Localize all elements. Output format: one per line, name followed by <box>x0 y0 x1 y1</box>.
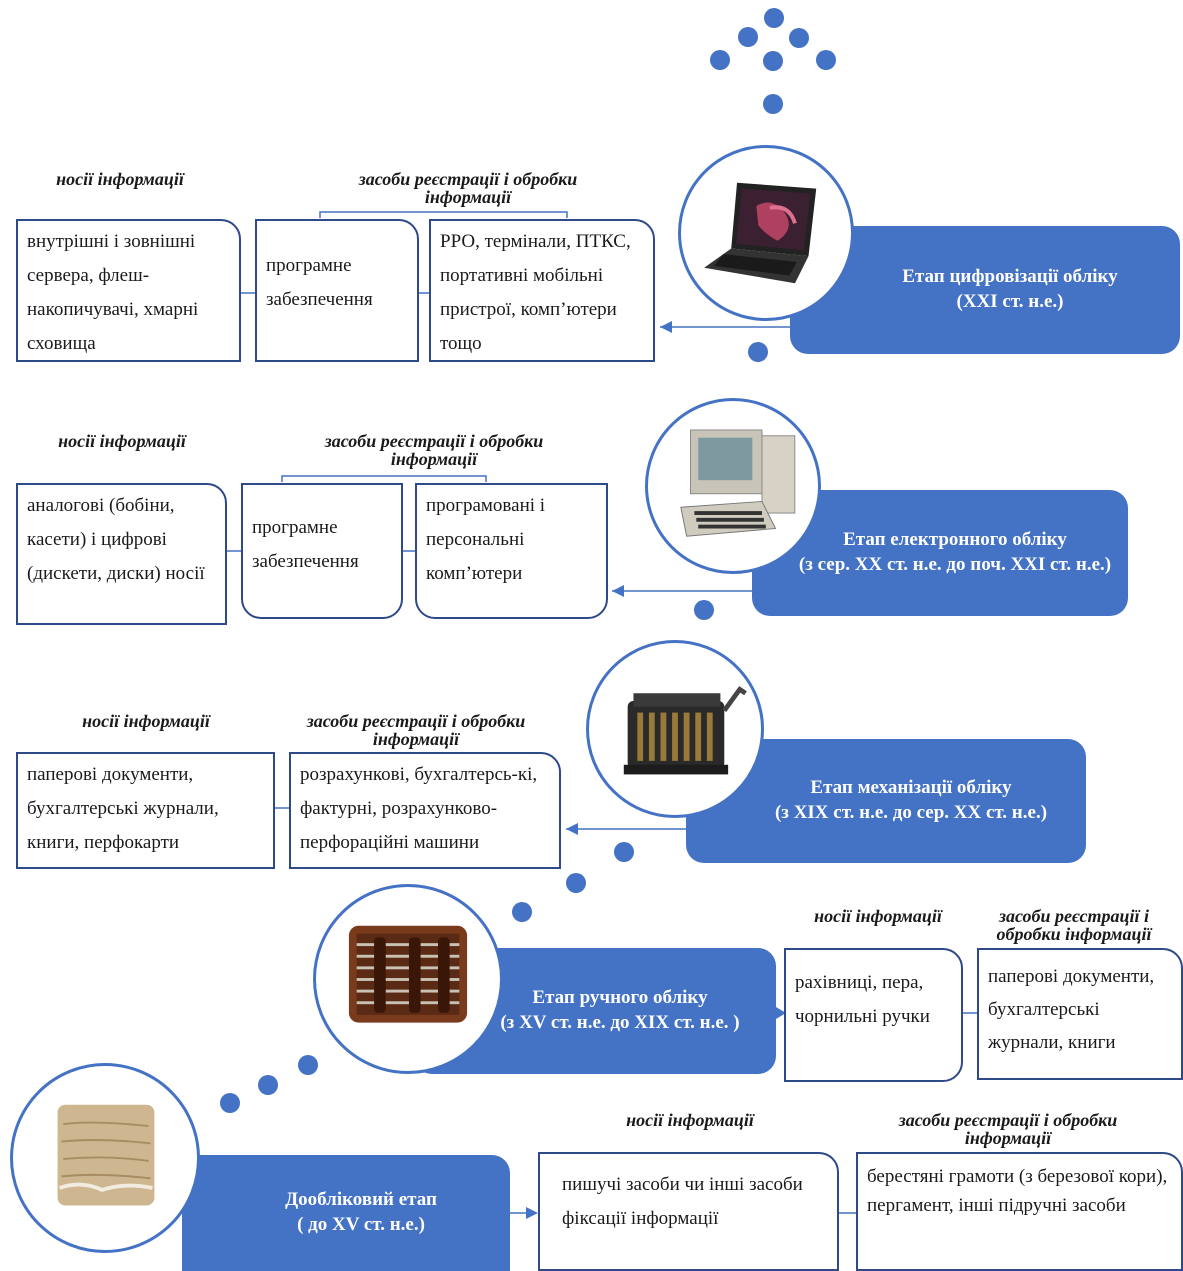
stage-period: (XXI ст. н.е.) <box>956 291 1064 312</box>
computer-photo <box>645 398 821 574</box>
stage-title: Дообліковий етап <box>285 1189 437 1211</box>
carriers-header: носії інформації <box>626 1110 754 1130</box>
computer-icon <box>680 429 796 537</box>
adding-machine-photo <box>586 640 764 818</box>
laptop-icon <box>704 182 817 284</box>
stage-digitalization: Етап цифровізації обліку (XXI ст. н.е.) <box>790 226 1180 354</box>
tools-box-machines: розрахункові, бухгалтерсь-кі, фактурні, … <box>289 752 561 869</box>
tools-box-bark: берестяні грамоти (з березової кори), пе… <box>856 1152 1183 1271</box>
carriers-header: носії інформації <box>814 906 942 926</box>
stage-pre-accounting: Дообліковий етап ( до XV ст. н.е.) <box>182 1155 510 1271</box>
carriers-header: носії інформації <box>58 431 186 451</box>
tools-header: засоби реєстрації і обробки інформації <box>358 169 578 207</box>
tools-header: засоби реєстрації і обробки інформації <box>324 431 544 469</box>
tools-header: засоби реєстрації і обробки інформації <box>898 1110 1118 1148</box>
adding-machine-icon <box>623 686 747 775</box>
carriers-box: рахівниці, пера, чорнильні ручки <box>784 948 963 1082</box>
tools-header: засоби реєстрації і обробки інформації <box>996 906 1152 944</box>
carriers-box: пишучі засоби чи інші засоби фіксації ін… <box>538 1152 839 1271</box>
abacus-photo <box>313 884 503 1074</box>
stage-period: (з сер. XX ст. н.е. до поч. XXI ст. н.е.… <box>798 554 1112 575</box>
stage-title: Етап електронного обліку <box>843 529 1067 551</box>
abacus-icon <box>348 925 468 1023</box>
carriers-header: носії інформації <box>56 169 184 189</box>
tools-box-software: програмне забезпечення <box>241 483 403 619</box>
stage-period: ( до XV ст. н.е.) <box>297 1214 425 1235</box>
tools-box-paper: паперові документи, бухгалтерські журнал… <box>977 948 1183 1080</box>
birch-bark-photo <box>10 1063 200 1253</box>
tools-box-devices: РРО, термінали, ПТКС, портативні мобільн… <box>429 219 655 362</box>
tools-box-devices: програмовані і персональні комп’ютери <box>415 483 608 619</box>
carriers-box: внутрішні і зовнішні сервера, флеш-накоп… <box>16 219 241 362</box>
stage-period: (з XIX ст. н.е. до сер. XX ст. н.е.) <box>774 802 1048 823</box>
stage-title: Етап механізації обліку <box>810 777 1012 799</box>
birch-bark-icon <box>57 1104 155 1206</box>
stage-title: Етап ручного обліку <box>532 987 708 1009</box>
carriers-header: носії інформації <box>82 711 210 731</box>
stage-period: (з XV ст. н.е. до XIX ст. н.е. ) <box>500 1012 740 1033</box>
stage-title: Етап цифровізації обліку <box>902 266 1118 288</box>
laptop-photo <box>678 145 854 321</box>
tools-header: засоби реєстрації і обробки інформації <box>306 711 526 749</box>
carriers-box: аналогові (бобіни, касети) і цифрові (ди… <box>16 483 227 625</box>
carriers-box: паперові документи, бухгалтерські журнал… <box>16 752 275 869</box>
tools-box-software: програмне забезпечення <box>255 219 419 362</box>
